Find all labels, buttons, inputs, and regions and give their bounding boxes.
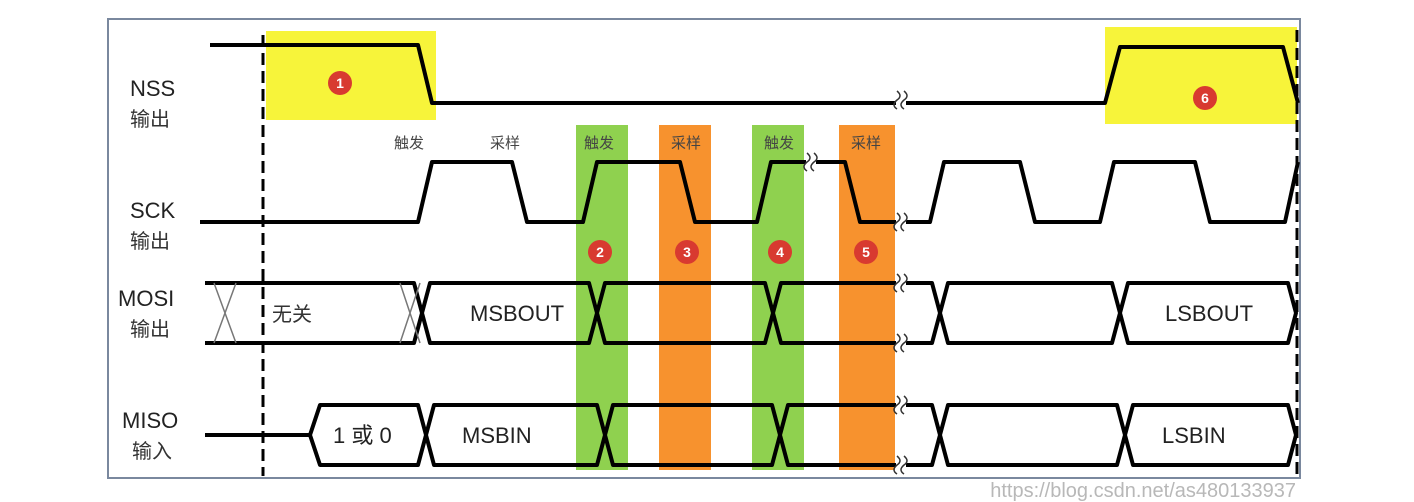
miso-msbin-label: MSBIN bbox=[462, 423, 532, 448]
edge-label-sample: 采样 bbox=[671, 134, 701, 152]
mosi-msbout-label: MSBOUT bbox=[470, 301, 564, 326]
sck-waveform bbox=[200, 160, 1300, 224]
watermark: https://blog.csdn.net/as480133937 bbox=[990, 480, 1296, 502]
nss-waveform bbox=[210, 43, 1300, 105]
edge-label-sample: 采样 bbox=[851, 134, 881, 152]
cs-deselect-band bbox=[1105, 27, 1297, 124]
edge-label-trigger: 触发 bbox=[394, 134, 424, 152]
step-marker bbox=[588, 240, 612, 264]
break-icon bbox=[893, 395, 908, 415]
break-icon bbox=[893, 333, 908, 353]
mosi-lsbout-label: LSBOUT bbox=[1165, 301, 1253, 326]
miso-initial-label: 1 或 0 bbox=[333, 423, 392, 448]
break-gap bbox=[896, 333, 906, 353]
sck-direction: 输出 bbox=[130, 229, 170, 253]
break-icon bbox=[893, 455, 908, 475]
step-marker-number: 2 bbox=[596, 244, 604, 260]
break-icon bbox=[893, 212, 908, 232]
edge-label-trigger: 触发 bbox=[584, 134, 614, 152]
break-gap bbox=[896, 273, 906, 293]
mosi-label: MOSI bbox=[118, 286, 174, 311]
step-marker-number: 5 bbox=[862, 244, 870, 260]
step-marker bbox=[328, 71, 352, 95]
miso-label: MISO bbox=[122, 408, 178, 433]
mosi-dont-care-label: 无关 bbox=[272, 302, 312, 326]
miso-initial-segment bbox=[205, 403, 428, 467]
mosi-dont-care-segment bbox=[205, 281, 424, 345]
break-icon bbox=[803, 152, 818, 172]
mosi-direction: 输出 bbox=[130, 317, 170, 341]
miso-lsbin-label: LSBIN bbox=[1162, 423, 1226, 448]
miso-bus bbox=[424, 403, 1298, 467]
step-marker bbox=[854, 240, 878, 264]
step-marker-number: 1 bbox=[336, 75, 344, 91]
step-marker bbox=[675, 240, 699, 264]
mosi-bus bbox=[420, 281, 1298, 345]
step-marker-number: 4 bbox=[776, 244, 784, 260]
edge-label-trigger: 触发 bbox=[764, 134, 794, 152]
miso-direction: 输入 bbox=[132, 439, 172, 463]
break-gap bbox=[896, 90, 906, 110]
edge-label-sample: 采样 bbox=[490, 134, 520, 152]
sck-label: SCK bbox=[130, 198, 176, 223]
break-gap bbox=[896, 395, 906, 415]
step-marker-number: 6 bbox=[1201, 90, 1209, 106]
step-marker bbox=[768, 240, 792, 264]
break-icon bbox=[893, 90, 908, 110]
nss-label: NSS bbox=[130, 76, 175, 101]
step-marker-number: 3 bbox=[683, 244, 691, 260]
break-gap bbox=[896, 455, 906, 475]
break-gap bbox=[806, 152, 816, 172]
step-marker bbox=[1193, 86, 1217, 110]
nss-direction: 输出 bbox=[130, 107, 170, 131]
break-icon bbox=[893, 273, 908, 293]
dont-care-hatch bbox=[213, 282, 421, 344]
break-gap bbox=[896, 212, 906, 232]
